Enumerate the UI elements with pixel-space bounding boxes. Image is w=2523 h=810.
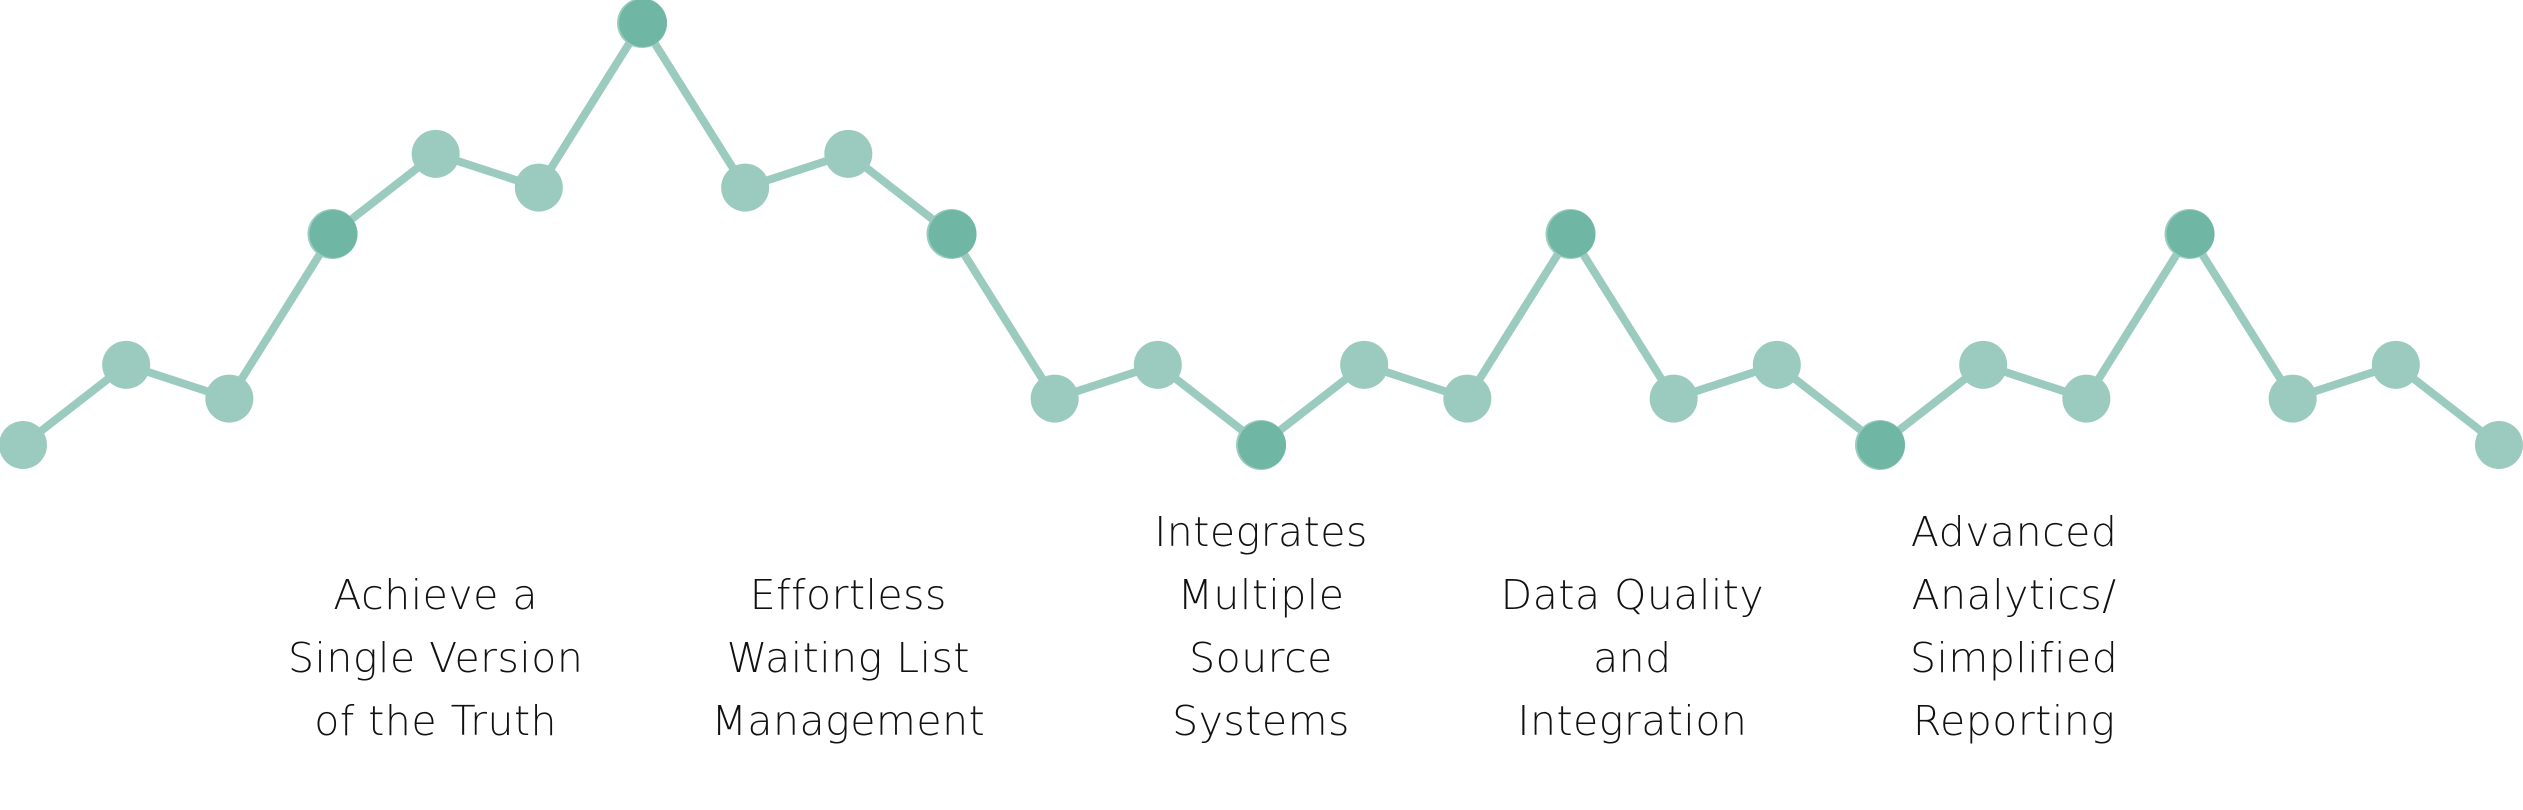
- node: [1030, 374, 1079, 423]
- connector-segment: [1463, 231, 1574, 401]
- node: [2475, 421, 2523, 469]
- node: [514, 163, 563, 212]
- connector-segment: [225, 231, 336, 401]
- node: [205, 374, 254, 423]
- node: [411, 129, 460, 178]
- label-line: Source: [1189, 634, 1333, 682]
- highlight-node: [928, 210, 977, 258]
- label-line: Reporting: [1912, 697, 2116, 745]
- label-line: Waiting List: [726, 634, 970, 682]
- connector-lines: [20, 20, 2502, 449]
- label-line: of the Truth: [314, 697, 558, 745]
- label-line: Data Quality: [1500, 571, 1765, 619]
- node: [2062, 374, 2111, 423]
- label-line: Management: [711, 697, 986, 745]
- highlight-node: [1857, 421, 1905, 469]
- node: [1649, 374, 1698, 423]
- label-line: Multiple: [1177, 571, 1345, 619]
- node: [721, 163, 770, 212]
- highlight-node: [309, 210, 358, 258]
- node: [0, 421, 47, 469]
- node: [1133, 340, 1182, 389]
- label-line: Single Version: [287, 634, 584, 682]
- node: [1340, 340, 1389, 389]
- label-single-version-of-truth: Achieve a Single Version of the Truth: [256, 564, 616, 753]
- label-line: Systems: [1172, 697, 1350, 745]
- label-line: Effortless: [749, 571, 947, 619]
- node: [1959, 340, 2008, 389]
- connector-segment: [2082, 231, 2193, 401]
- connector-segment: [2186, 231, 2297, 401]
- node: [1443, 374, 1492, 423]
- label-line: and: [1593, 634, 1672, 682]
- connector-segment: [948, 231, 1059, 401]
- nodes: [0, 0, 2523, 470]
- highlight-node: [1238, 421, 1286, 469]
- connector-segment: [535, 20, 646, 190]
- node: [1752, 340, 1801, 389]
- node: [102, 340, 151, 389]
- highlight-node: [619, 0, 667, 47]
- highlight-node: [2166, 210, 2215, 258]
- connector-segment: [1567, 231, 1678, 401]
- node: [2371, 340, 2420, 389]
- connector-segment: [638, 20, 749, 190]
- node: [2268, 374, 2317, 423]
- label-line: Advanced: [1910, 508, 2118, 556]
- label-line: Achieve a: [333, 571, 538, 619]
- label-line: Integration: [1517, 697, 1748, 745]
- label-line: Integrates: [1154, 508, 1368, 556]
- label-line: Analytics/: [1911, 571, 2117, 619]
- zigzag-line-chart: [0, 0, 2523, 470]
- highlight-node: [1547, 210, 1596, 258]
- label-line: Simplified: [1909, 634, 2119, 682]
- node: [824, 129, 873, 178]
